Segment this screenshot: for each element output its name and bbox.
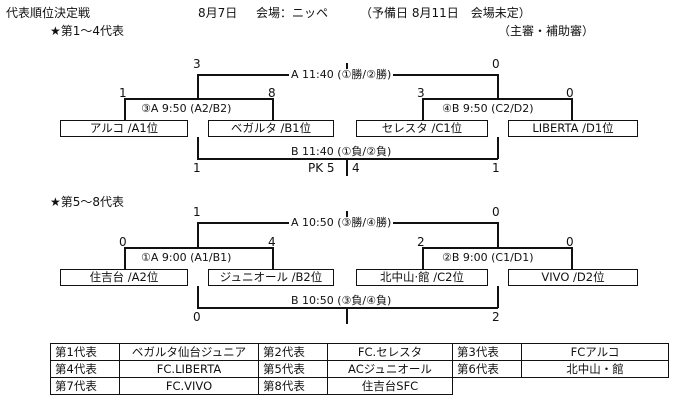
semi-right-score-a: 3 xyxy=(417,86,425,100)
semi-right-line-b xyxy=(497,98,572,100)
team-box: セレスタ /C1位 xyxy=(356,120,488,137)
semi-left-label: ①A 9:00 (A1/B1) xyxy=(139,251,234,264)
semi-left-vert-a xyxy=(124,98,126,120)
semi-left-line-a xyxy=(124,247,198,249)
rep-label: 第1代表 xyxy=(50,343,120,361)
table-row: 第1代表 ベガルタ仙台ジュニア 第2代表 FC.セレスタ 第3代表 FCアルコ xyxy=(50,343,669,361)
final-score-right: 0 xyxy=(492,205,500,219)
semi-right-vert-a xyxy=(422,98,425,120)
team-box: LIBERTA /D1位 xyxy=(508,120,638,137)
final-right xyxy=(346,74,498,76)
third-line-left xyxy=(197,307,347,309)
pk-score-left: PK 5 xyxy=(308,161,335,175)
rep-label: 第7代表 xyxy=(50,377,120,395)
semi-right-vert-b xyxy=(571,98,573,120)
third-stem xyxy=(346,158,349,176)
third-left-vert xyxy=(197,286,199,308)
third-score-right: 1 xyxy=(492,161,500,175)
rep-label: 第8代表 xyxy=(258,377,328,395)
representatives-table: 第1代表 ベガルタ仙台ジュニア 第2代表 FC.セレスタ 第3代表 FCアルコ … xyxy=(50,343,669,395)
semi-left-label: ③A 9:50 (A2/B2) xyxy=(139,102,234,115)
final-left-vert xyxy=(197,222,200,247)
section2-heading: ★第5～8代表 xyxy=(50,195,125,209)
team-box: ベガルタ /B1位 xyxy=(208,120,334,137)
event-date: 8月7日 xyxy=(198,6,238,20)
reserve-day: （予備日 8月11日 会場未定） xyxy=(360,6,531,20)
referee-note: （主審・補助審） xyxy=(498,24,595,38)
empty-cell xyxy=(522,378,669,395)
third-line-right xyxy=(346,307,498,310)
third-label: B 10:50 (③負/④負) xyxy=(289,294,394,307)
semi-right-score-a: 2 xyxy=(417,235,425,249)
semi-right-label: ④B 9:50 (C2/D2) xyxy=(440,102,536,115)
rep-team: FC.セレスタ xyxy=(327,343,453,361)
rep-label: 第4代表 xyxy=(50,360,120,378)
semi-left-line-b xyxy=(197,98,273,101)
final-label: A 11:40 (①勝/②勝) xyxy=(289,68,394,81)
empty-cell xyxy=(453,378,522,395)
semi-right-vert-a xyxy=(422,247,425,269)
team-box: 住吉台 /A2位 xyxy=(60,269,188,286)
third-stem xyxy=(346,307,349,324)
final-left-vert xyxy=(197,74,200,98)
final-right-vert xyxy=(497,222,499,247)
semi-right-vert-b xyxy=(571,247,573,269)
page-title: 代表順位決定戦 xyxy=(6,6,91,20)
section1-heading: ★第1～4代表 xyxy=(50,24,125,38)
semi-left-vert-b xyxy=(272,98,275,120)
semi-right-line-a xyxy=(422,98,498,101)
third-score-right: 2 xyxy=(492,310,500,324)
third-score-left: 0 xyxy=(193,310,201,324)
rep-team: 北中山・館 xyxy=(521,360,669,378)
final-winner-left xyxy=(197,222,347,225)
team-box: 北中山·館 /C2位 xyxy=(356,269,488,286)
table-row: 第7代表 FC.VIVO 第8代表 住吉台SFC xyxy=(50,377,669,395)
final-score-right: 0 xyxy=(492,57,500,71)
rep-team: FC.VIVO xyxy=(119,377,259,395)
rep-team: 住吉台SFC xyxy=(327,377,453,395)
rep-team: ベガルタ仙台ジュニア xyxy=(119,343,259,361)
team-box: アルコ /A1位 xyxy=(60,120,188,137)
semi-left-score-b: 4 xyxy=(268,235,276,249)
semi-left-score-b: 8 xyxy=(268,86,276,100)
rep-team: FC.LIBERTA xyxy=(119,360,259,378)
team-box: VIVO /D2位 xyxy=(508,269,638,286)
venue: 会場：ニッペ xyxy=(256,6,329,20)
final-right xyxy=(346,222,498,224)
semi-left-vert-a xyxy=(124,247,126,269)
semi-left-score-a: 0 xyxy=(119,235,127,249)
rep-label: 第6代表 xyxy=(452,360,522,378)
rep-team: FCアルコ xyxy=(521,343,669,361)
final-winner-left xyxy=(197,74,347,77)
third-right-vert xyxy=(497,137,499,159)
semi-right-line-b xyxy=(497,247,572,249)
third-right-vert xyxy=(497,286,500,308)
rep-label: 第5代表 xyxy=(258,360,328,378)
team-box: ジュニオール /B2位 xyxy=(208,269,334,286)
semi-right-score-b: 0 xyxy=(566,86,574,100)
rep-team: ACジュニオール xyxy=(327,360,453,378)
semi-right-score-b: 0 xyxy=(566,235,574,249)
final-label: A 10:50 (③勝/④勝) xyxy=(289,216,394,229)
final-score-left: 3 xyxy=(193,57,201,71)
rep-label: 第3代表 xyxy=(452,343,522,361)
semi-left-line-b xyxy=(197,247,273,250)
final-score-left: 1 xyxy=(193,205,201,219)
third-left-vert xyxy=(197,137,199,159)
semi-left-line-a xyxy=(124,98,198,100)
final-right-vert xyxy=(497,74,499,98)
pk-score-right: 4 xyxy=(352,161,360,175)
rep-label: 第2代表 xyxy=(258,343,328,361)
semi-right-line-a xyxy=(422,247,498,250)
third-label: B 11:40 (①負/②負) xyxy=(289,145,394,158)
semi-right-label: ②B 9:00 (C1/D1) xyxy=(440,251,536,264)
table-row: 第4代表 FC.LIBERTA 第5代表 ACジュニオール 第6代表 北中山・館 xyxy=(50,360,669,378)
third-score-left: 1 xyxy=(193,161,201,175)
semi-left-score-a: 1 xyxy=(119,86,127,100)
semi-left-vert-b xyxy=(272,247,275,269)
